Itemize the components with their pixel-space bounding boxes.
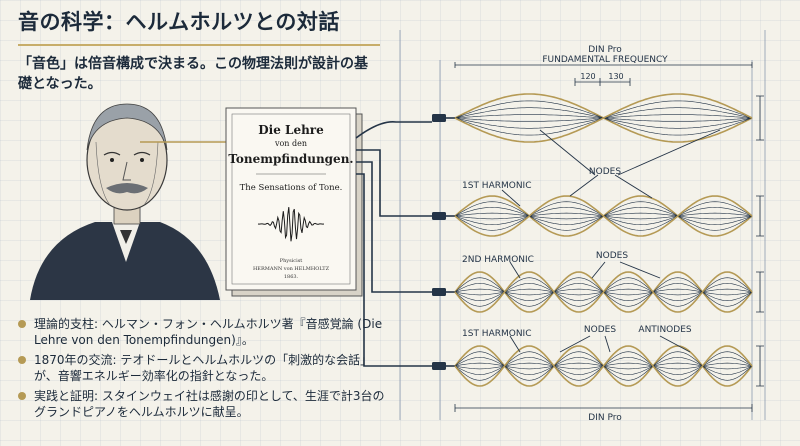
wave-row (454, 195, 753, 237)
helmholtz-portrait (30, 103, 220, 300)
book-illustration: Die Lehre von den Tonempfindungen. The S… (225, 107, 363, 297)
nodes-label-1: NODES (589, 167, 621, 177)
top-font-label: DIN Pro (588, 45, 622, 55)
dimension-markers (454, 62, 764, 412)
book-footer-line1: Physicist (280, 258, 303, 264)
wave-envelope (454, 93, 753, 143)
book-title-line2: von den (274, 139, 307, 148)
wave-row (454, 93, 753, 143)
bullet-item: 1870年の交流: テオドールとヘルムホルツの「刺激的な会話」が、音響エネルギー… (14, 352, 386, 384)
cable-jack-icon (432, 212, 446, 220)
antinodes-label: ANTINODES (638, 325, 691, 335)
bullet-text: 1870年の交流: テオドールとヘルムホルツの「刺激的な会話」が、音響エネルギー… (34, 353, 373, 383)
bullet-dot-icon (18, 392, 26, 400)
wave-envelope (454, 345, 753, 387)
book-footer-line3: 1863. (284, 274, 299, 280)
bullet-list: 理論的支柱: ヘルマン・フォン・ヘルムホルツ著『音感覚論 (Die Lehre … (14, 316, 386, 424)
nodes-label-2: NODES (596, 251, 628, 261)
nodes-label-3: NODES (584, 325, 616, 335)
dimension-label-130: 130 (608, 72, 623, 81)
wave-row (454, 271, 753, 313)
book-footer-line2: HERMANN von HELMHOLTZ (253, 266, 330, 272)
book-title-line3: Tonempfindungen. (228, 152, 353, 166)
cable-jack-icon (432, 114, 446, 122)
annotation-arrows (501, 129, 721, 353)
cable-jacks (432, 114, 455, 370)
intro-text: 「音色」は倍音構成で決まる。この物理法則が設計の基礎となった。 (18, 56, 368, 92)
title-underline (18, 44, 380, 46)
cable-jack-icon (432, 288, 446, 296)
dimension-label-120: 120 (580, 72, 595, 81)
cable-jack-icon (432, 362, 446, 370)
harmonic-label-2: 2ND HARMONIC (462, 255, 534, 265)
bullet-text: 実践と証明: スタインウェイ社は感謝の印として、生涯で計3台のグランドピアノをヘ… (34, 389, 385, 419)
wave-envelope (454, 271, 753, 313)
book-subtitle: The Sensations of Tone. (240, 183, 343, 193)
bullet-item: 理論的支柱: ヘルマン・フォン・ヘルムホルツ著『音感覚論 (Die Lehre … (14, 316, 386, 348)
bullet-dot-icon (18, 356, 26, 364)
book-title-line1: Die Lehre (258, 123, 324, 137)
signal-cables (355, 121, 432, 367)
harmonic-label-3: 1ST HARMONIC (462, 329, 532, 339)
wave-row (454, 345, 753, 387)
harmonic-label-1: 1ST HARMONIC (462, 181, 532, 191)
bullet-item: 実践と証明: スタインウェイ社は感謝の印として、生涯で計3台のグランドピアノをヘ… (14, 388, 386, 420)
standing-waves (454, 93, 753, 387)
fundamental-frequency-label: FUNDAMENTAL FREQUENCY (542, 55, 668, 65)
bullet-text: 理論的支柱: ヘルマン・フォン・ヘルムホルツ著『音感覚論 (Die Lehre … (34, 317, 383, 347)
page-title: 音の科学：ヘルムホルツとの対話 (18, 10, 340, 34)
blueprint-frame (399, 30, 766, 420)
bullet-dot-icon (18, 320, 26, 328)
bottom-font-label: DIN Pro (588, 413, 622, 423)
book-waveform (257, 207, 325, 242)
wave-envelope (454, 195, 753, 237)
